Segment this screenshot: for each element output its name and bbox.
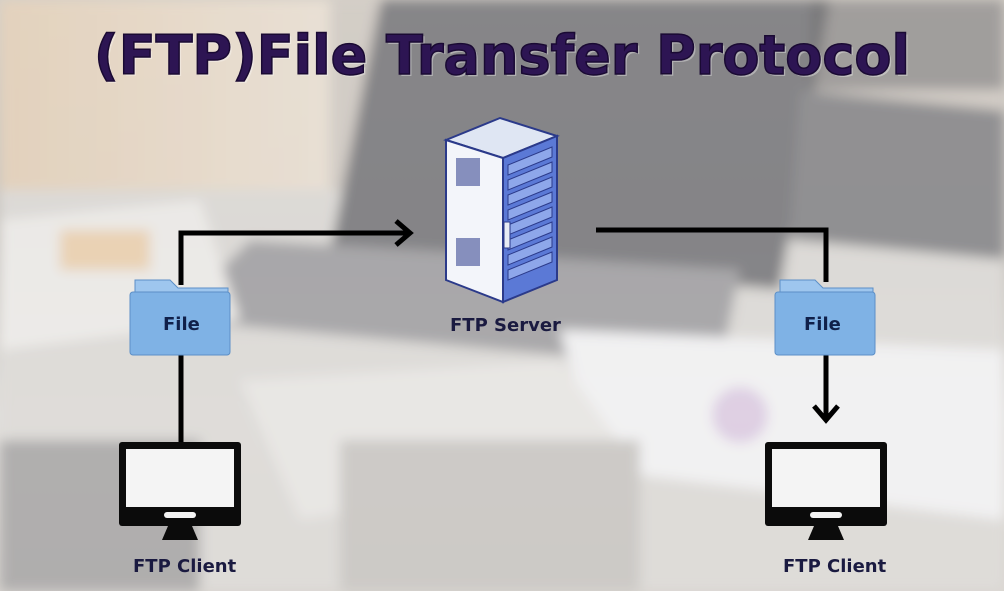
right-client-label: FTP Client bbox=[783, 556, 887, 577]
right-file-label: File bbox=[804, 314, 841, 335]
left-file-label: File bbox=[163, 314, 200, 335]
page-title: (FTP)File Transfer Protocol bbox=[93, 23, 910, 88]
left-monitor-icon bbox=[119, 442, 241, 540]
right-monitor-icon bbox=[765, 442, 887, 540]
server-icon bbox=[443, 116, 560, 304]
upload-arrowhead-icon bbox=[394, 219, 414, 247]
right-download-connector bbox=[596, 227, 829, 282]
server-label: FTP Server bbox=[450, 315, 561, 336]
right-folder-icon bbox=[774, 279, 876, 356]
left-folder-icon bbox=[129, 279, 231, 356]
download-arrowhead-icon bbox=[812, 404, 840, 424]
left-upload-connector bbox=[178, 230, 408, 285]
left-client-label: FTP Client bbox=[133, 556, 237, 577]
